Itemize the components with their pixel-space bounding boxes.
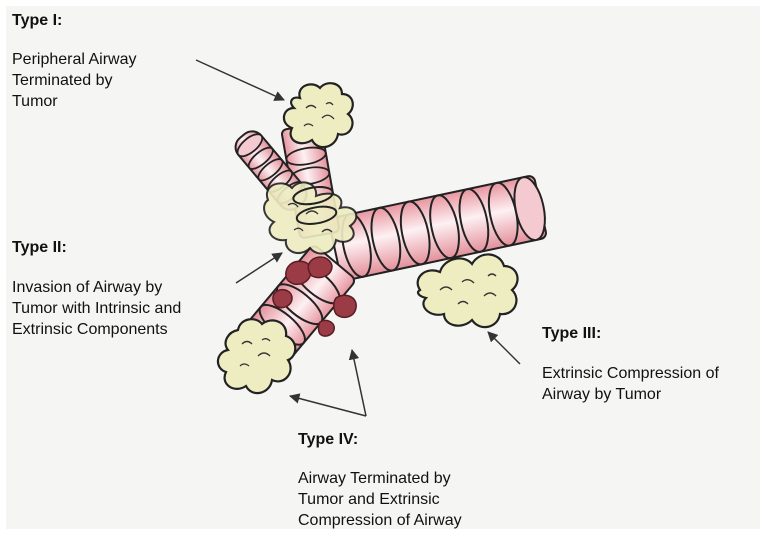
arrow-type2 bbox=[236, 253, 282, 283]
type3-line: Extrinsic Compression of bbox=[542, 363, 719, 384]
type1-tumor bbox=[284, 83, 353, 147]
type2-description: Invasion of Airway by Tumor with Intrins… bbox=[12, 277, 181, 340]
type3-tumor bbox=[418, 254, 518, 327]
type1-heading: Type I: bbox=[12, 12, 62, 30]
type1-line: Terminated by bbox=[12, 70, 137, 91]
type1-line: Tumor bbox=[12, 91, 137, 112]
type3-heading: Type III: bbox=[542, 325, 601, 343]
type2-heading: Type II: bbox=[12, 239, 67, 257]
arrow-type4-left bbox=[290, 396, 366, 416]
type4-line: Tumor and Extrinsic bbox=[298, 489, 462, 510]
type2-line: Extrinsic Components bbox=[12, 319, 181, 340]
type1-line: Peripheral Airway bbox=[12, 49, 137, 70]
type1-description: Peripheral Airway Terminated by Tumor bbox=[12, 49, 137, 112]
type3-line: Airway by Tumor bbox=[542, 384, 719, 405]
arrow-type3 bbox=[488, 332, 520, 364]
arrow-type1 bbox=[196, 60, 284, 100]
type4-tumor bbox=[218, 319, 295, 393]
type2-line: Invasion of Airway by bbox=[12, 277, 181, 298]
type3-description: Extrinsic Compression of Airway by Tumor bbox=[542, 363, 719, 405]
type4-line: Compression of Airway bbox=[298, 510, 462, 531]
arrow-type4-right bbox=[352, 350, 366, 416]
type4-description: Airway Terminated by Tumor and Extrinsic… bbox=[298, 468, 462, 531]
main-bronchus bbox=[328, 174, 550, 281]
type4-line: Airway Terminated by bbox=[298, 468, 462, 489]
type4-heading: Type IV: bbox=[298, 431, 358, 449]
type2-line: Tumor with Intrinsic and bbox=[12, 298, 181, 319]
